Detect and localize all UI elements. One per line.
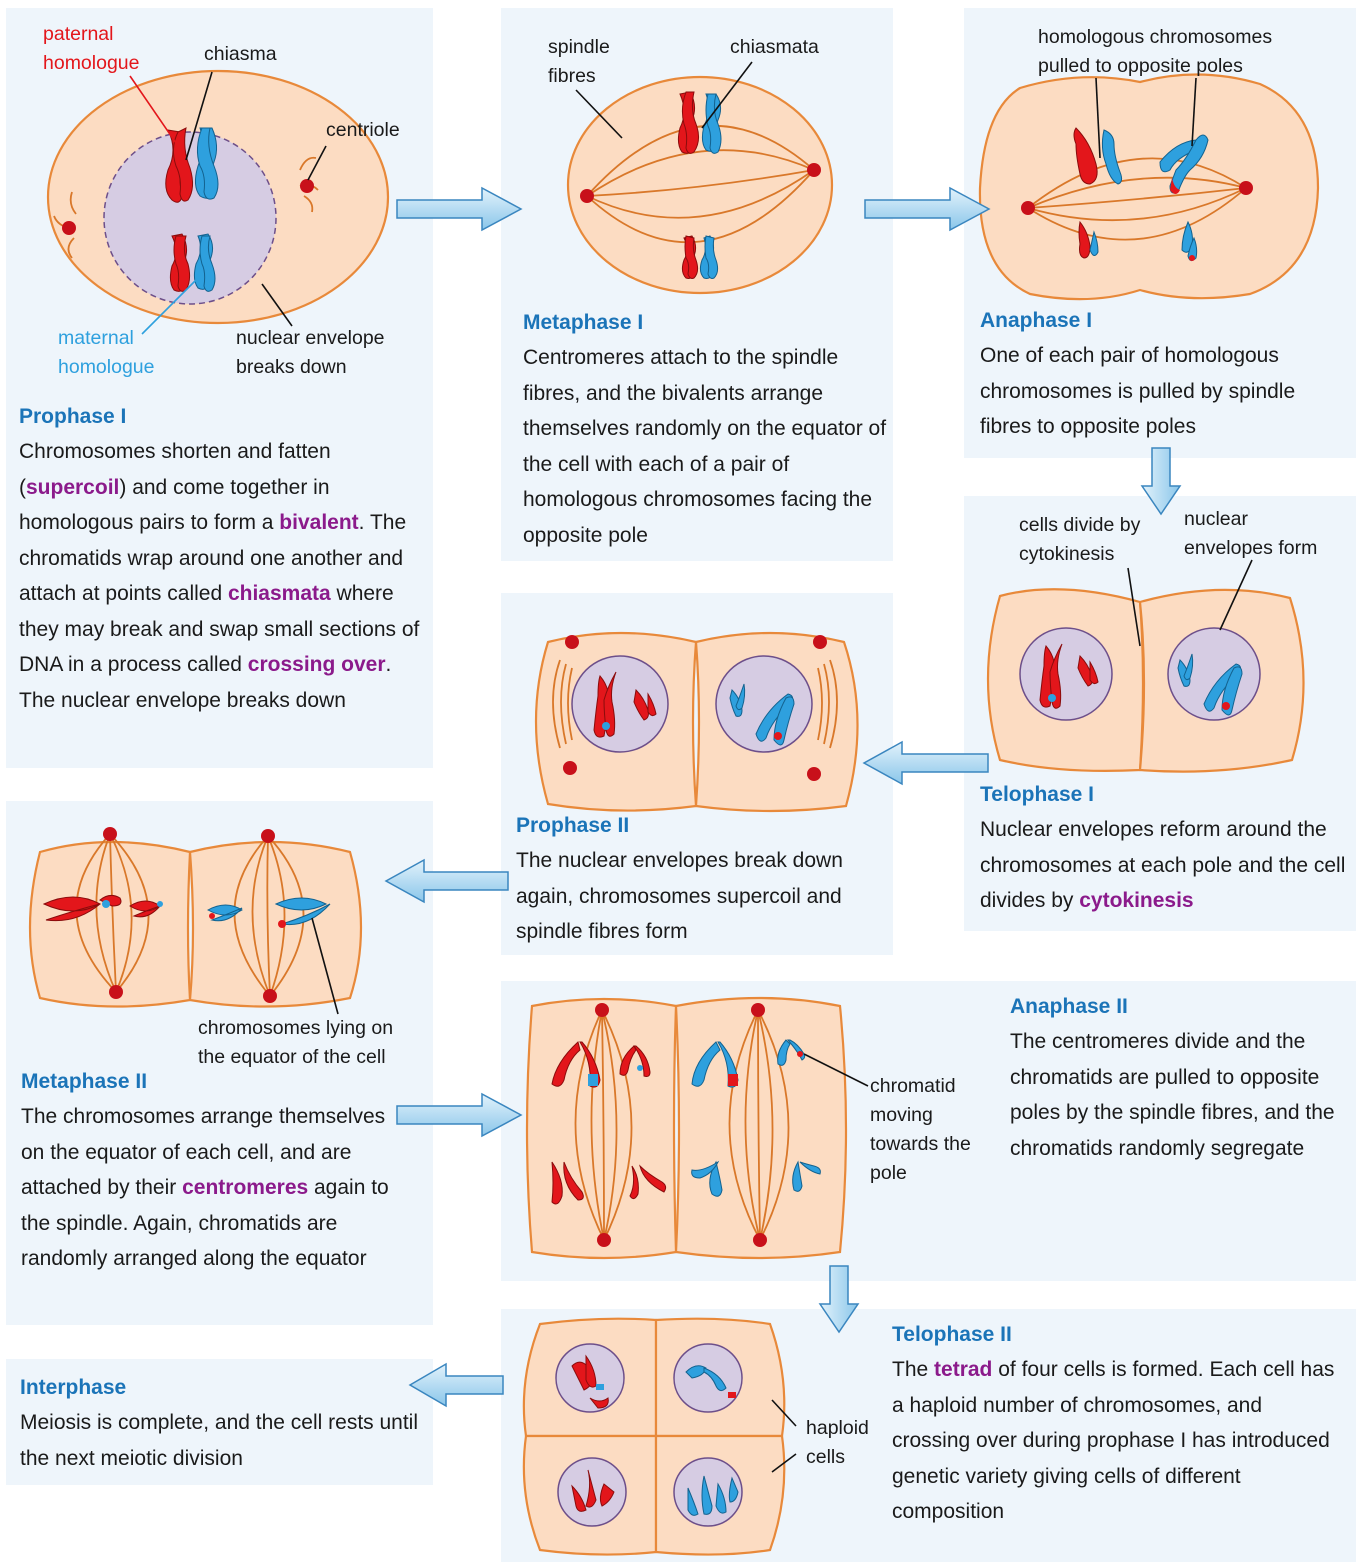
arrow-prophase1-to-metaphase1 — [397, 188, 521, 230]
prophase-2-cells — [536, 633, 858, 811]
arrow-metaphase1-to-anaphase1 — [865, 188, 989, 230]
metaphase-2-cells — [30, 827, 361, 1014]
arrow-telophase1-to-prophase2 — [864, 742, 988, 784]
title-anaphase-1: Anaphase I — [980, 309, 1092, 333]
body-prophase-1: Chromosomes shorten and fatten (supercoi… — [19, 434, 423, 718]
arrow-anaphase2-to-telophase2 — [820, 1266, 858, 1332]
arrow-telophase2-to-interphase — [410, 1364, 503, 1406]
body-anaphase-2: The centromeres divide and the chromatid… — [1010, 1024, 1350, 1166]
title-metaphase-1: Metaphase I — [523, 311, 643, 335]
anaphase-2-cells — [527, 998, 868, 1258]
telophase-1-cells — [988, 560, 1304, 772]
title-prophase-1: Prophase I — [19, 405, 126, 429]
label-chiasmata: chiasmata — [730, 33, 819, 62]
title-prophase-2: Prophase II — [516, 814, 629, 838]
title-metaphase-2: Metaphase II — [21, 1070, 147, 1094]
telophase-2-tetrad — [524, 1319, 796, 1555]
body-prophase-2: The nuclear envelopes break down again, … — [516, 843, 886, 950]
arrow-prophase2-to-metaphase2 — [386, 860, 508, 902]
label-centriole: centriole — [326, 116, 400, 145]
body-telophase-2: The tetrad of four cells is formed. Each… — [892, 1352, 1342, 1530]
title-anaphase-2: Anaphase II — [1010, 995, 1128, 1019]
arrow-anaphase1-to-telophase1 — [1142, 448, 1180, 514]
title-interphase: Interphase — [20, 1376, 126, 1400]
title-telophase-2: Telophase II — [892, 1323, 1012, 1347]
label-chiasma: chiasma — [204, 40, 277, 69]
title-telophase-1: Telophase I — [980, 783, 1094, 807]
body-interphase: Meiosis is complete, and the cell rests … — [20, 1405, 420, 1476]
anaphase-1-cell — [980, 74, 1318, 299]
body-metaphase-1: Centromeres attach to the spindle fibres… — [523, 340, 888, 553]
body-metaphase-2: The chromosomes arrange themselves on th… — [21, 1099, 406, 1277]
arrow-metaphase2-to-anaphase2 — [397, 1094, 521, 1136]
body-telophase-1: Nuclear envelopes reform around the chro… — [980, 812, 1352, 919]
prophase-1-cell — [48, 71, 388, 334]
body-anaphase-1: One of each pair of homologous chromosom… — [980, 338, 1345, 445]
metaphase-1-cell — [568, 62, 832, 293]
